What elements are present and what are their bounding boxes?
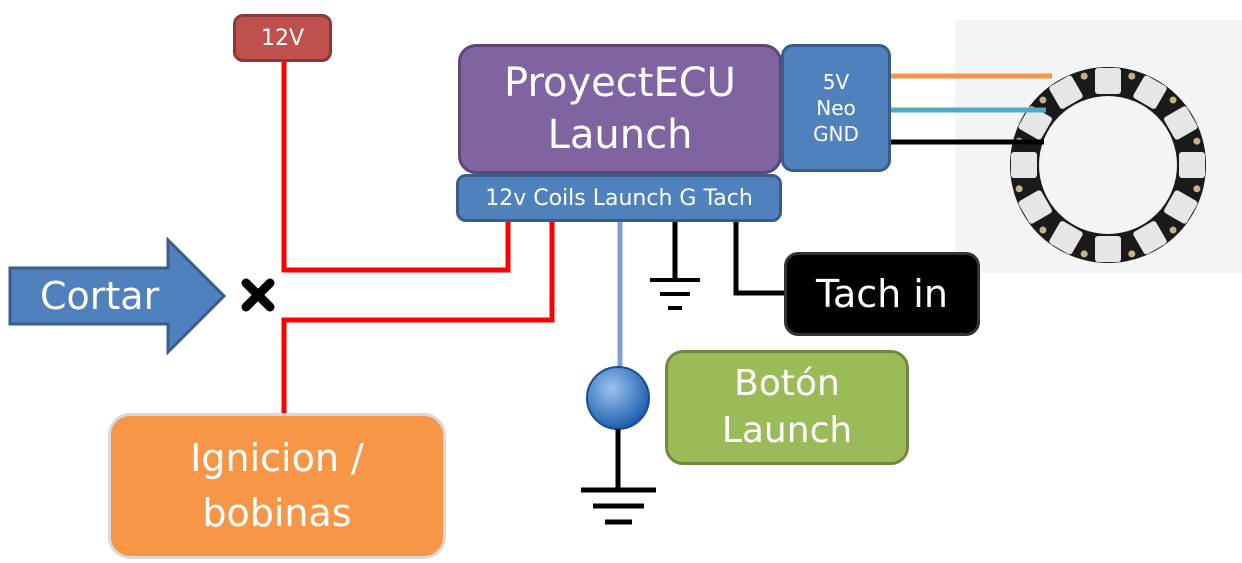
solder-pad	[1128, 72, 1136, 80]
power-12v-label: 12V	[233, 14, 332, 62]
wire-coils	[281, 222, 555, 413]
solder-pad	[1193, 185, 1201, 193]
led-pixel	[1133, 75, 1167, 109]
launch-button-box: Botón Launch	[665, 350, 909, 465]
solder-pad	[1169, 96, 1177, 104]
led-pixel	[1018, 106, 1052, 140]
solder-pad	[1039, 96, 1047, 104]
tach-in-box: Tach in	[784, 252, 980, 336]
ground-icon	[650, 278, 700, 310]
solder-pad	[1193, 137, 1201, 145]
ecu-pin-header: 12v Coils Launch G Tach	[456, 174, 782, 222]
arrow-right-icon	[8, 236, 227, 356]
neopixel-ring-icon	[955, 20, 1242, 273]
led-pixel	[1164, 190, 1198, 224]
neopixel-pin-header: 5V Neo GND	[781, 44, 891, 172]
led-pixel	[1133, 221, 1167, 255]
led-pixel	[1095, 236, 1121, 262]
led-pixel	[1049, 221, 1083, 255]
cut-arrow-label: Cortar	[40, 274, 160, 318]
led-pixel	[1164, 106, 1198, 140]
led-pixel	[1179, 152, 1205, 178]
led-pixel	[1011, 152, 1037, 178]
solder-pad	[1039, 226, 1047, 234]
cross-icon	[241, 278, 275, 312]
push-button-icon	[586, 366, 650, 430]
wire-12v	[281, 62, 511, 273]
led-pixel	[1018, 190, 1052, 224]
solder-pad	[1080, 250, 1088, 258]
ignition-coils-box: Ignicion / bobinas	[108, 413, 446, 559]
solder-pad	[1169, 226, 1177, 234]
solder-pad	[1080, 72, 1088, 80]
led-pixel	[1049, 75, 1083, 109]
solder-pad	[1015, 185, 1023, 193]
led-pixel	[1095, 68, 1121, 94]
ecu-box: ProyectECU Launch	[458, 44, 782, 174]
solder-pad	[1128, 250, 1136, 258]
ground-icon	[581, 487, 656, 525]
wire-tach	[733, 222, 784, 296]
